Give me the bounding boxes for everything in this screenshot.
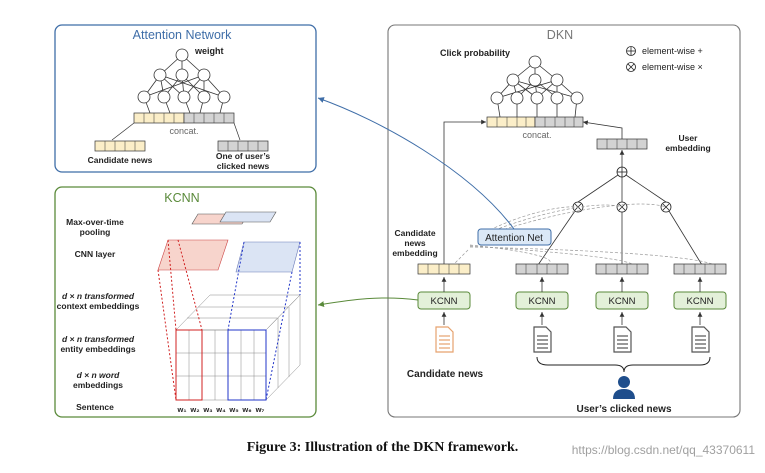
kcnn-box-label: KCNN: [431, 296, 458, 307]
sentence-label: Sentence: [76, 402, 114, 412]
attention-concat-vector: [133, 112, 235, 124]
attention-net-box[interactable]: Attention Net: [477, 228, 552, 246]
attention-candidate-label: Candidate news: [88, 155, 153, 165]
attention-clicked-vector: [217, 140, 269, 152]
clicked-document-icon-2: [613, 326, 632, 353]
click-probability-label: Click probability: [440, 48, 510, 58]
candidate-embedding-vector: [417, 263, 471, 275]
candidate-embedding-label-3: embedding: [392, 248, 437, 258]
user-embedding-label-1: User: [679, 133, 699, 143]
user-embedding-vector: [596, 138, 648, 150]
legend-plus-label: element-wise +: [642, 46, 703, 56]
red-filter-outline: [157, 239, 203, 401]
candidate-document-icon: [435, 326, 454, 353]
clicked-embedding-vectors: [515, 263, 727, 275]
candidate-news-label: Candidate news: [407, 369, 484, 380]
click-mlp-icon: [490, 55, 584, 118]
word-5: w₅: [228, 405, 239, 414]
word-2: w₂: [189, 405, 199, 414]
user-icon: [613, 376, 635, 399]
attention-network-panel: Attention Network weight concat.: [54, 24, 317, 173]
context-label-2: context embeddings: [57, 301, 140, 311]
candidate-embedding-label-2: news: [404, 238, 426, 248]
kcnn-box-label: KCNN: [609, 296, 636, 307]
candidate-embedding-label-1: Candidate: [394, 228, 435, 238]
attention-candidate-vector: [94, 140, 146, 152]
cnn-feature-maps: [157, 239, 229, 271]
attention-concat-label: concat.: [169, 126, 198, 136]
legend-times-label: element-wise ×: [642, 62, 703, 72]
kcnn-box-clicked-1[interactable]: KCNN: [515, 291, 569, 310]
attention-dashed-links: [454, 203, 713, 265]
attention-net-label: Attention Net: [485, 233, 543, 244]
users-clicked-news-label: User’s clicked news: [576, 404, 671, 415]
weight-label: weight: [194, 46, 224, 56]
word-7: w₇: [255, 405, 265, 414]
dkn-title: DKN: [547, 28, 573, 42]
clicked-document-icon-1: [533, 326, 552, 353]
word-label-2: embeddings: [73, 380, 123, 390]
legend: element-wise + element-wise ×: [626, 46, 703, 72]
kcnn-callout-arrow: [317, 297, 419, 308]
dkn-concat-label: concat.: [522, 130, 551, 140]
kcnn-box-clicked-2[interactable]: KCNN: [595, 291, 649, 310]
word-label-1: d × n word: [77, 370, 121, 380]
element-wise-plus-icon: [626, 46, 636, 56]
attention-clicked-label-1: One of user’s: [216, 151, 271, 161]
entity-label-1: d × n transformed: [62, 334, 135, 344]
dkn-frame: [387, 24, 741, 418]
pooling-label-1: Max-over-time: [66, 217, 124, 227]
attention-callout-arrow: [317, 97, 515, 230]
kcnn-title: KCNN: [164, 191, 199, 205]
blue-filter-outline: [227, 241, 301, 401]
attention-clicked-label-2: clicked news: [217, 161, 270, 171]
sentence-words: w₁ w₂ w₃ w₄ w₅ w₆ w₇: [177, 405, 265, 414]
element-wise-times-icon: [626, 62, 636, 72]
cnn-layer-label: CNN layer: [75, 249, 116, 259]
word-1: w₁: [177, 405, 187, 414]
word-3: w₃: [202, 405, 213, 414]
kcnn-box-label: KCNN: [529, 296, 556, 307]
kcnn-box-label: KCNN: [687, 296, 714, 307]
cnn-feature-map-blue: [235, 241, 301, 273]
kcnn-panel: KCNN Max-over-time pooling CNN layer d ×…: [54, 186, 317, 418]
word-4: w₄: [215, 405, 226, 414]
dkn-concat-vector: [486, 116, 584, 128]
pooling-label-2: pooling: [80, 227, 111, 237]
sum-node-icon: [616, 166, 628, 178]
attention-network-title: Attention Network: [133, 28, 232, 42]
user-embedding-label-2: embedding: [665, 143, 710, 153]
pooling-vectors: [191, 211, 277, 225]
figure-caption: Figure 3: Illustration of the DKN framew…: [246, 440, 519, 455]
clicked-news-brace: [536, 356, 711, 373]
watermark: https://blog.csdn.net/qq_43370611: [571, 443, 755, 457]
context-label-1: d × n transformed: [62, 291, 135, 301]
kcnn-box-candidate[interactable]: KCNN: [417, 291, 471, 310]
kcnn-box-clicked-3[interactable]: KCNN: [673, 291, 727, 310]
entity-label-2: entity embeddings: [60, 344, 135, 354]
attention-mlp-icon: [137, 48, 231, 114]
word-6: w₆: [241, 405, 251, 414]
clicked-document-icon-3: [691, 326, 710, 353]
dkn-panel: DKN Click probability element-wise + ele…: [387, 24, 741, 418]
